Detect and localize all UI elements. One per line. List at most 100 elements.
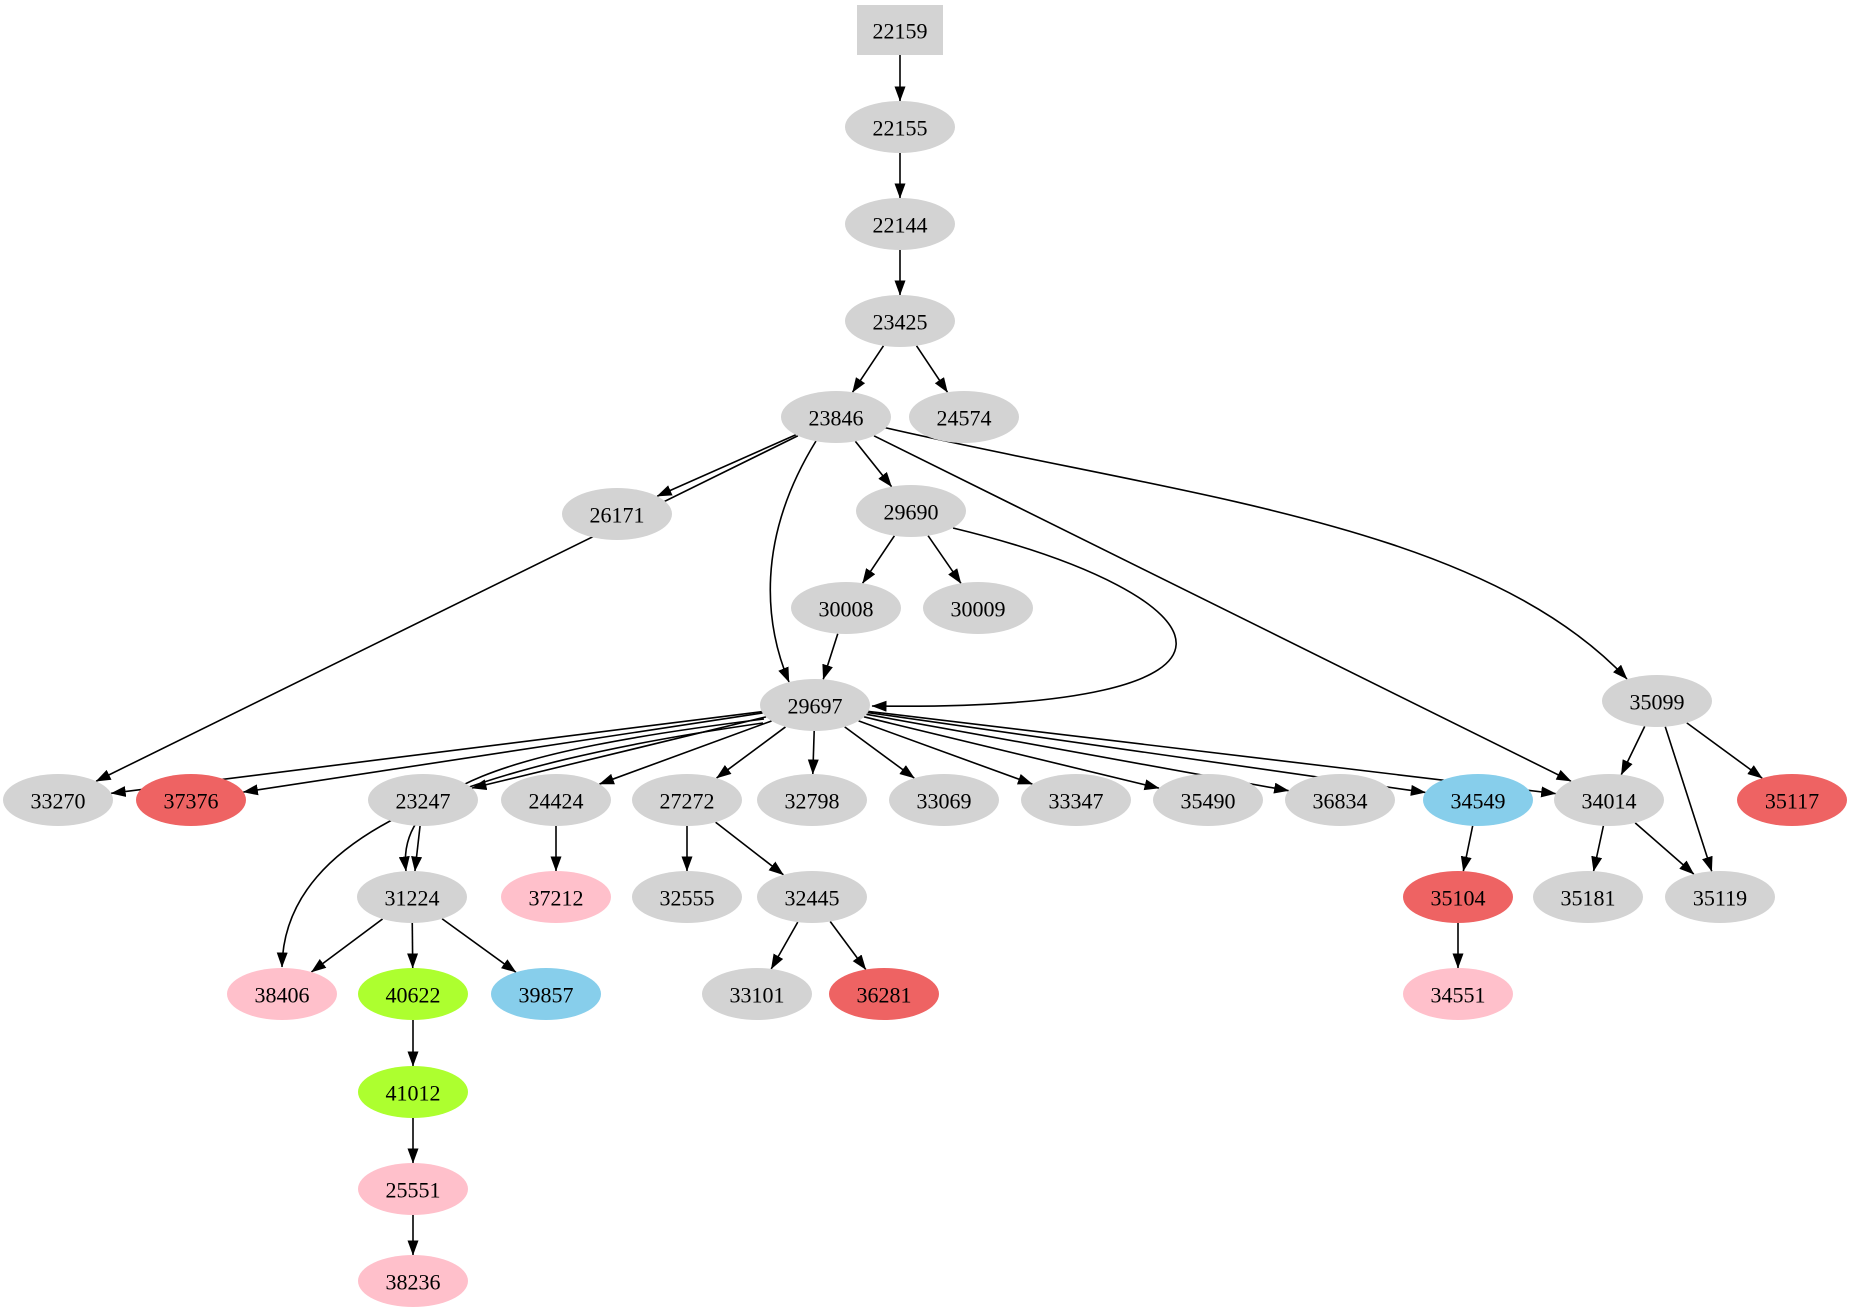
node-ellipse-35119	[1665, 871, 1775, 923]
node-ellipse-24574	[909, 391, 1019, 443]
edge-34014-35181	[1591, 825, 1605, 872]
graph-node-37376: 37376	[136, 774, 246, 826]
graph-node-38236: 38236	[358, 1255, 468, 1307]
node-ellipse-33101	[702, 968, 812, 1020]
node-label-22159: 22159	[873, 19, 928, 44]
node-label-37212: 37212	[529, 886, 584, 911]
node-ellipse-33069	[889, 774, 999, 826]
node-label-35181: 35181	[1561, 886, 1616, 911]
node-label-24424: 24424	[529, 789, 584, 814]
node-label-34549: 34549	[1451, 789, 1506, 814]
edge-29697-23247	[471, 716, 767, 791]
graph-node-32445: 32445	[757, 871, 867, 923]
graph-node-30008: 30008	[791, 582, 901, 634]
graph-node-34549: 34549	[1423, 774, 1533, 826]
graph-node-35490: 35490	[1153, 774, 1263, 826]
graph-node-23425: 23425	[845, 295, 955, 347]
node-ellipse-35104	[1403, 871, 1513, 923]
edge-29697-27272	[716, 726, 786, 779]
edge-23846-34014	[873, 435, 1572, 782]
node-label-32445: 32445	[785, 886, 840, 911]
node-ellipse-27272	[632, 774, 742, 826]
graph-node-33347: 33347	[1021, 774, 1131, 826]
edge-23846-33270	[95, 435, 799, 782]
node-label-33069: 33069	[917, 789, 972, 814]
node-ellipse-41012	[358, 1066, 468, 1118]
graph-node-33270: 33270	[3, 774, 113, 826]
node-ellipse-39857	[491, 968, 601, 1020]
graph-node-25551: 25551	[358, 1163, 468, 1215]
node-label-35104: 35104	[1431, 886, 1486, 911]
node-label-23846: 23846	[809, 406, 864, 431]
graph-node-22155: 22155	[845, 101, 955, 153]
node-ellipse-29697	[760, 679, 870, 731]
node-label-41012: 41012	[386, 1081, 441, 1106]
graph-node-22144: 22144	[845, 198, 955, 250]
node-label-36281: 36281	[857, 983, 912, 1008]
edge-29697-38406	[276, 722, 764, 968]
edge-31224-38406	[310, 918, 384, 973]
node-ellipse-30008	[791, 582, 901, 634]
node-ellipse-35181	[1533, 871, 1643, 923]
node-label-26171: 26171	[590, 503, 645, 528]
edge-23846-29690	[854, 440, 893, 488]
graph-node-23846: 23846	[781, 391, 891, 443]
graph-node-35099: 35099	[1602, 675, 1712, 727]
node-ellipse-38406	[227, 968, 337, 1020]
edge-23425-24574	[915, 345, 949, 393]
graph-node-23247: 23247	[368, 774, 478, 826]
node-ellipse-32555	[632, 871, 742, 923]
graph-node-24424: 24424	[501, 774, 611, 826]
node-ellipse-32445	[757, 871, 867, 923]
graph-node-33101: 33101	[702, 968, 812, 1020]
edge-23846-35099	[881, 426, 1628, 680]
node-box-22159	[857, 5, 943, 55]
node-ellipse-33347	[1021, 774, 1131, 826]
graph-node-35181: 35181	[1533, 871, 1643, 923]
node-label-30008: 30008	[819, 597, 874, 622]
edge-32445-33101	[770, 921, 799, 970]
node-label-30009: 30009	[951, 597, 1006, 622]
edge-29697-34014	[868, 710, 1557, 798]
edge-30008-29697	[822, 633, 839, 680]
graph-node-34551: 34551	[1403, 968, 1513, 1020]
graph-node-39857: 39857	[491, 968, 601, 1020]
node-label-34014: 34014	[1582, 789, 1637, 814]
node-ellipse-32798	[757, 774, 867, 826]
graph-node-34014: 34014	[1554, 774, 1664, 826]
edge-35099-35119	[1664, 726, 1713, 872]
node-label-35490: 35490	[1181, 789, 1236, 814]
graph-node-37212: 37212	[501, 871, 611, 923]
node-label-24574: 24574	[937, 406, 992, 431]
node-ellipse-38236	[358, 1255, 468, 1307]
node-label-35117: 35117	[1765, 789, 1819, 814]
edge-29697-24424	[598, 720, 772, 785]
edge-35099-35117	[1686, 722, 1763, 779]
graph-node-27272: 27272	[632, 774, 742, 826]
graph-node-24574: 24574	[909, 391, 1019, 443]
node-ellipse-36281	[829, 968, 939, 1020]
edges-layer	[95, 55, 1763, 1256]
node-label-22155: 22155	[873, 116, 928, 141]
node-ellipse-25551	[358, 1163, 468, 1215]
edge-29697-33347	[858, 720, 1033, 785]
node-ellipse-37376	[136, 774, 246, 826]
node-ellipse-35099	[1602, 675, 1712, 727]
graph-node-36281: 36281	[829, 968, 939, 1020]
node-ellipse-31224	[357, 871, 467, 923]
node-label-38236: 38236	[386, 1270, 441, 1295]
edge-29690-30008	[861, 535, 896, 584]
node-ellipse-24424	[501, 774, 611, 826]
graph-node-41012: 41012	[358, 1066, 468, 1118]
node-label-25551: 25551	[386, 1178, 441, 1203]
edge-29697-37376	[242, 712, 763, 796]
node-label-31224: 31224	[385, 886, 440, 911]
edge-29697-31224	[398, 718, 765, 872]
graph-node-40622: 40622	[358, 968, 468, 1020]
edge-23247-31224	[411, 825, 423, 872]
graph-node-36834: 36834	[1285, 774, 1395, 826]
node-label-35099: 35099	[1630, 690, 1685, 715]
edge-23846-26171	[656, 434, 797, 497]
